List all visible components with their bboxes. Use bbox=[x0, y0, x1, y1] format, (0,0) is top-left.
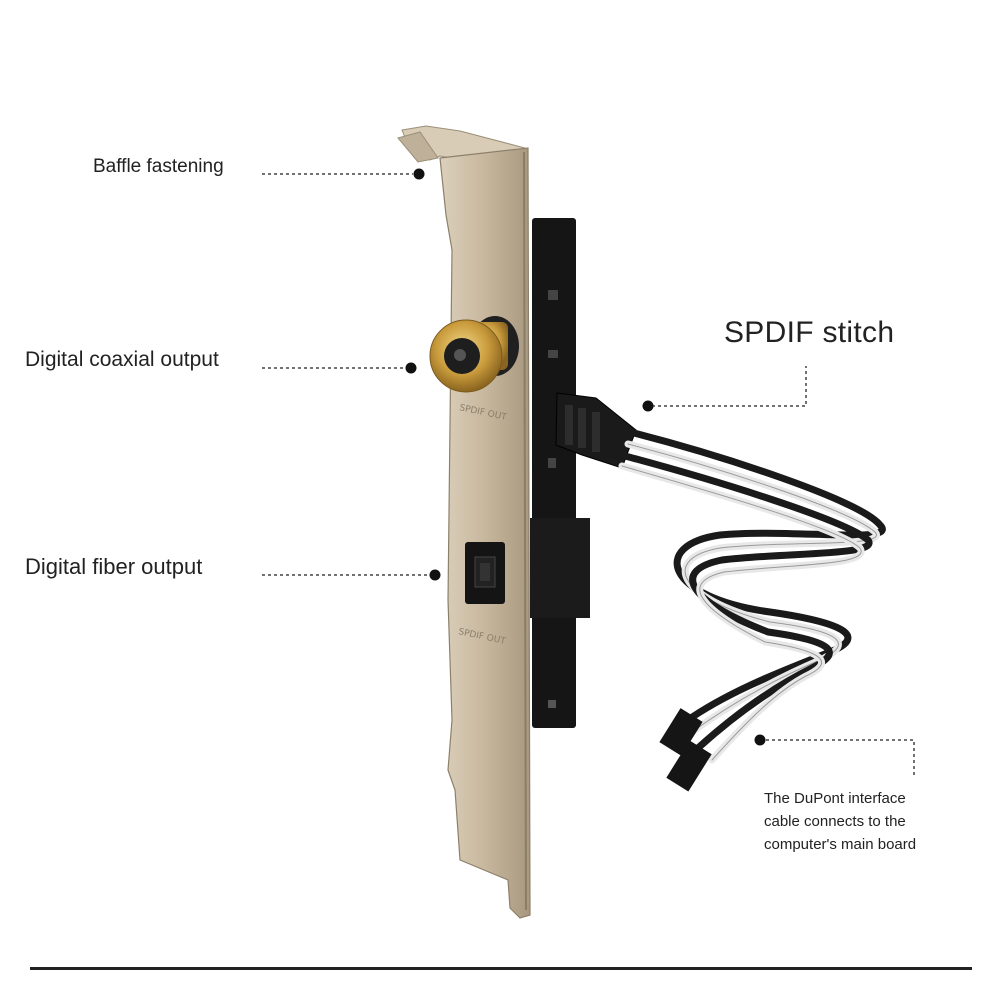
cable-bundle bbox=[618, 428, 886, 764]
dupont-label-line-1: The DuPont interface bbox=[764, 790, 906, 807]
fiber-output-label: Digital fiber output bbox=[25, 554, 203, 579]
dupont-label-line-2: cable connects to the bbox=[764, 813, 906, 830]
dupont-label-line-3: computer's main board bbox=[764, 836, 917, 853]
baffle-fastening-label: Baffle fastening bbox=[93, 156, 224, 177]
coaxial-output-label: Digital coaxial output bbox=[25, 348, 219, 371]
dupont-cable-label: The DuPont interface cable connects to t… bbox=[764, 787, 984, 856]
optical-port bbox=[465, 542, 505, 604]
coaxial-jack bbox=[429, 316, 519, 393]
callout-leaders bbox=[262, 173, 915, 776]
metal-bracket: SPDIF OUT SPDIF OUT bbox=[439, 147, 531, 919]
callout-dots bbox=[405, 168, 766, 746]
dupont-plugs bbox=[659, 708, 712, 792]
pcb-board bbox=[530, 218, 590, 728]
spdif-stitch-label: SPDIF stitch bbox=[724, 316, 895, 349]
bottom-divider bbox=[30, 967, 972, 970]
